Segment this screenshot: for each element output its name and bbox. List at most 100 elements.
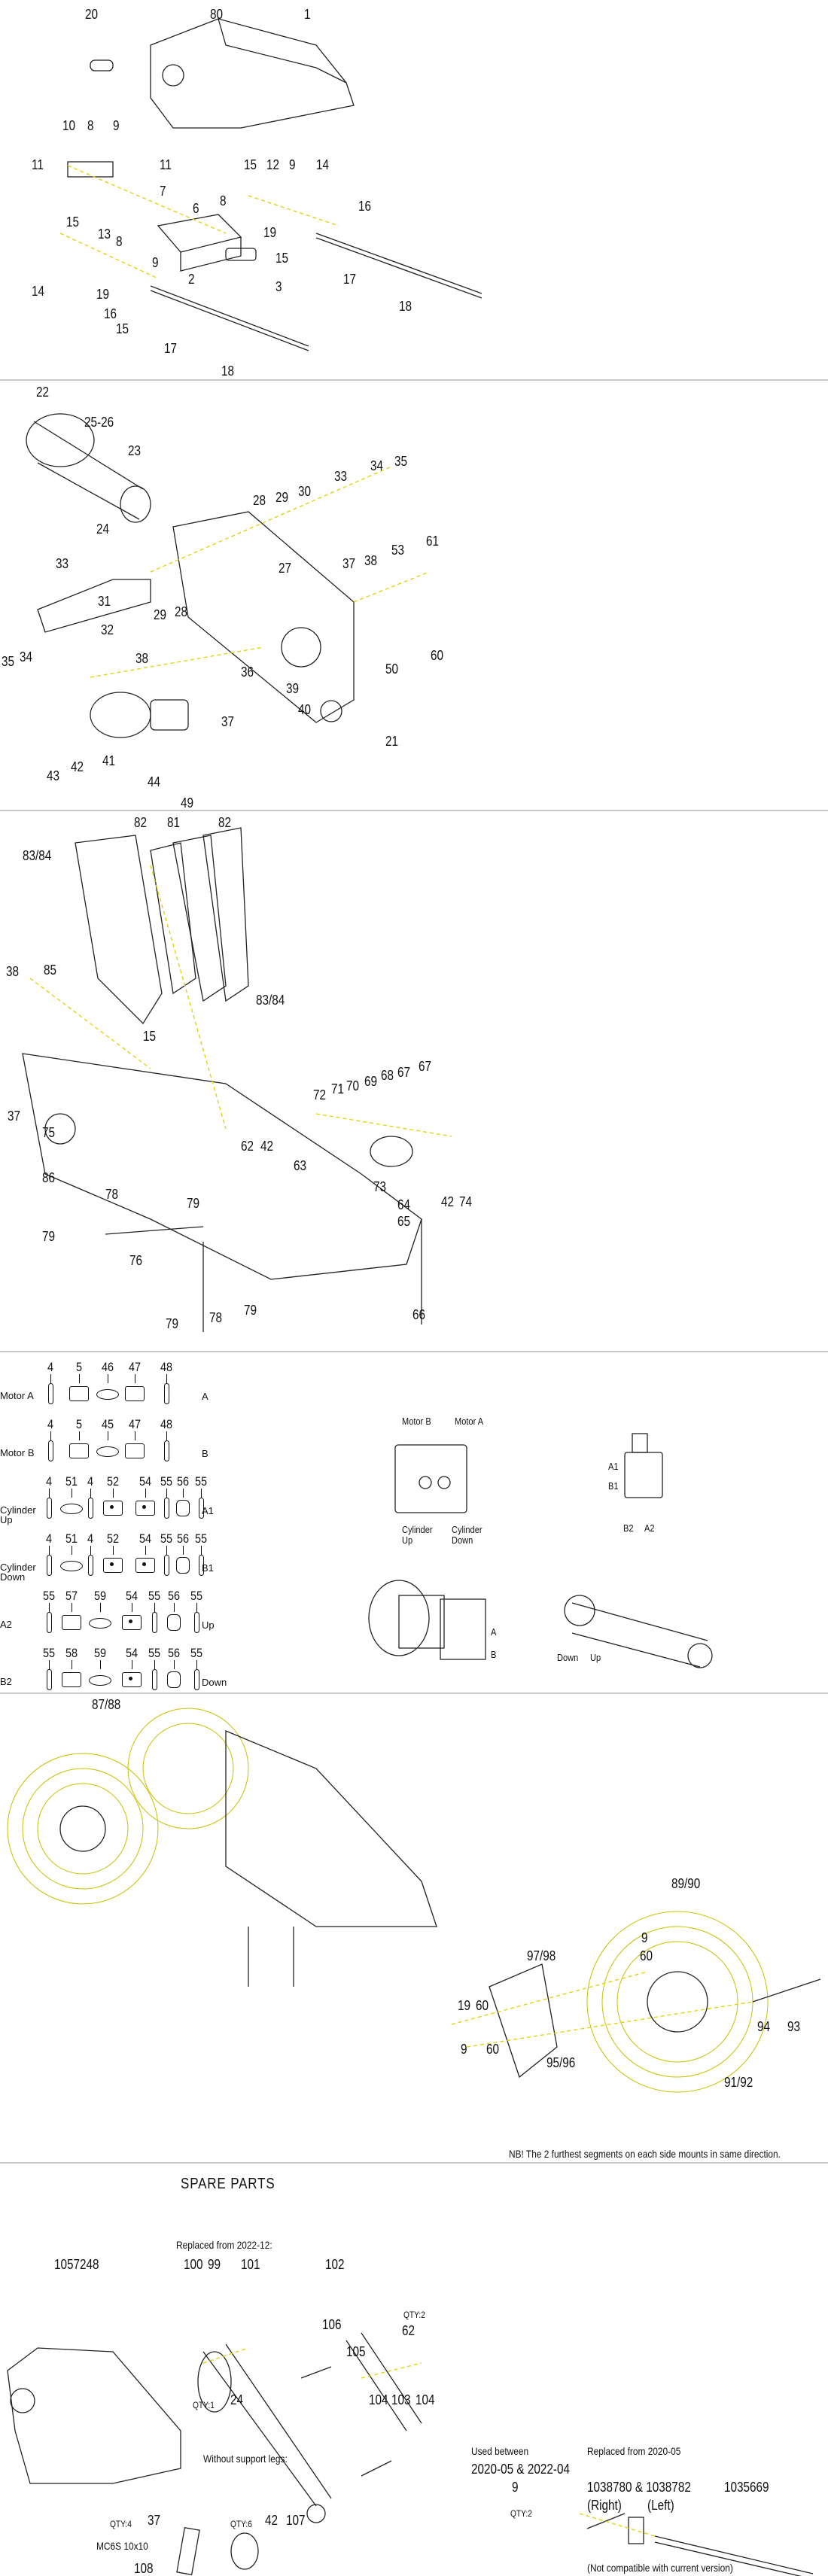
part-number-callout: 76 <box>129 1253 143 1268</box>
port-label: Up <box>202 1620 215 1631</box>
fitting-part: 45 <box>96 1418 119 1457</box>
part-number-callout: 13 <box>98 227 111 242</box>
port-label: B2 <box>623 1522 634 1534</box>
bolt-icon <box>176 1500 190 1516</box>
part-number-callout: 82 <box>218 815 232 830</box>
part-number-callout: 4 <box>47 1417 54 1431</box>
part-number-callout: 38 <box>364 553 378 568</box>
part-number-callout: 68 <box>381 1068 394 1083</box>
banjo-icon <box>103 1501 123 1516</box>
part-number-callout: 70 <box>346 1078 360 1093</box>
part-number-callout: 35 <box>394 454 408 469</box>
part-number-callout: 56 <box>167 1646 181 1660</box>
part-number-callout: 43 <box>47 768 60 783</box>
machine-assembly-drawing <box>22 1053 422 1332</box>
fitting-part: 4 <box>79 1475 102 1519</box>
part-number-callout: 34 <box>370 458 384 473</box>
fitting-part: 51 <box>60 1532 83 1571</box>
part-number-callout: 15 <box>66 214 80 230</box>
fitting-part: 5 <box>68 1361 90 1401</box>
part-number-callout: 6 <box>193 201 199 216</box>
arrow-icon <box>154 1603 155 1612</box>
arrow-icon <box>90 1546 91 1555</box>
part-number-callout: 14 <box>316 157 330 172</box>
part-number-callout: 10 <box>62 118 76 133</box>
arrow-icon <box>50 1374 51 1383</box>
part-number-callout: 35 <box>2 654 15 669</box>
seal-icon <box>96 1389 119 1400</box>
arrow-icon <box>166 1489 167 1498</box>
bristle-holder-segments-drawing <box>75 827 249 1025</box>
arrow-icon <box>48 1603 50 1612</box>
ring-icon <box>87 1555 93 1576</box>
part-number-callout: 17 <box>343 272 357 287</box>
port-label: B1 <box>608 1480 619 1492</box>
ring-icon <box>163 1383 169 1404</box>
ring-icon <box>151 1612 157 1633</box>
part-number-callout: 55 <box>160 1474 173 1489</box>
ring-icon <box>163 1440 169 1461</box>
part-number-callout: 79 <box>166 1316 179 1331</box>
part-number-callout: 67 <box>419 1059 432 1074</box>
arrow-icon <box>196 1660 197 1669</box>
spare-part-label: 2020-05 & 2022-04 <box>471 2462 571 2477</box>
part-number-callout: 55 <box>42 1646 56 1660</box>
part-number-callout: 19 <box>263 225 277 240</box>
part-number-callout: 3 <box>275 279 282 294</box>
part-number-callout: 8 <box>87 118 94 133</box>
part-number-callout: 42 <box>71 759 84 774</box>
part-number-callout: 23 <box>128 443 142 458</box>
banjo-icon <box>135 1501 155 1516</box>
fitting-part: 55 <box>155 1475 178 1519</box>
part-number-callout: 78 <box>209 1310 223 1325</box>
port-label: Cylinder Down <box>452 1524 482 1546</box>
part-number-callout: 1 <box>304 7 311 22</box>
part-number-callout: 47 <box>128 1360 142 1374</box>
part-number-callout: 54 <box>139 1531 152 1546</box>
port-label: Down <box>557 1652 579 1663</box>
part-number-callout: 64 <box>397 1197 411 1212</box>
part-number-callout: 21 <box>385 734 399 749</box>
part-number-callout: 30 <box>298 484 312 499</box>
fitting-row-label: Motor A <box>0 1390 34 1401</box>
part-number-callout: 38 <box>6 964 20 979</box>
ring-icon <box>47 1440 53 1461</box>
spare-part-label: Used between <box>471 2445 529 2457</box>
part-number-callout: 32 <box>101 622 114 637</box>
part-number-callout: 37 <box>342 556 356 571</box>
banjo-icon <box>103 1558 123 1573</box>
part-number-callout: 72 <box>313 1087 327 1102</box>
bolt-icon <box>167 1671 181 1688</box>
part-number-callout: 56 <box>176 1474 190 1489</box>
part-number-callout: 42 <box>260 1139 274 1154</box>
fitting-part: 55 <box>38 1589 60 1633</box>
port-label: A1 <box>202 1505 214 1516</box>
part-number-callout: 51 <box>65 1474 78 1489</box>
spare-part-label: (Right) <box>587 2498 622 2513</box>
section-divider <box>0 2162 828 2164</box>
spare-part-callout: 105 <box>346 2344 366 2359</box>
part-number-callout: 61 <box>426 534 440 549</box>
part-number-callout: 55 <box>148 1646 161 1660</box>
seal-icon <box>89 1618 111 1629</box>
arrow-icon <box>196 1603 197 1612</box>
part-number-callout: 42 <box>441 1194 455 1209</box>
part-number-callout: 48 <box>160 1417 173 1431</box>
spare-part-callout: 108 <box>134 2561 154 2576</box>
spare-part-callout: 62 <box>402 2323 416 2338</box>
part-number-callout: 24 <box>96 522 110 537</box>
part-number-callout: 33 <box>334 469 348 484</box>
part-number-callout: 15 <box>244 157 257 172</box>
fitting-part: 55 <box>38 1647 60 1690</box>
fitting-part: 47 <box>123 1418 146 1458</box>
port-label: Up <box>590 1652 601 1663</box>
part-number-callout: 50 <box>385 661 399 677</box>
arrow-icon <box>166 1431 167 1440</box>
spare-parts-title: SPARE PARTS <box>181 2176 275 2192</box>
fitting-part: 47 <box>123 1361 146 1401</box>
